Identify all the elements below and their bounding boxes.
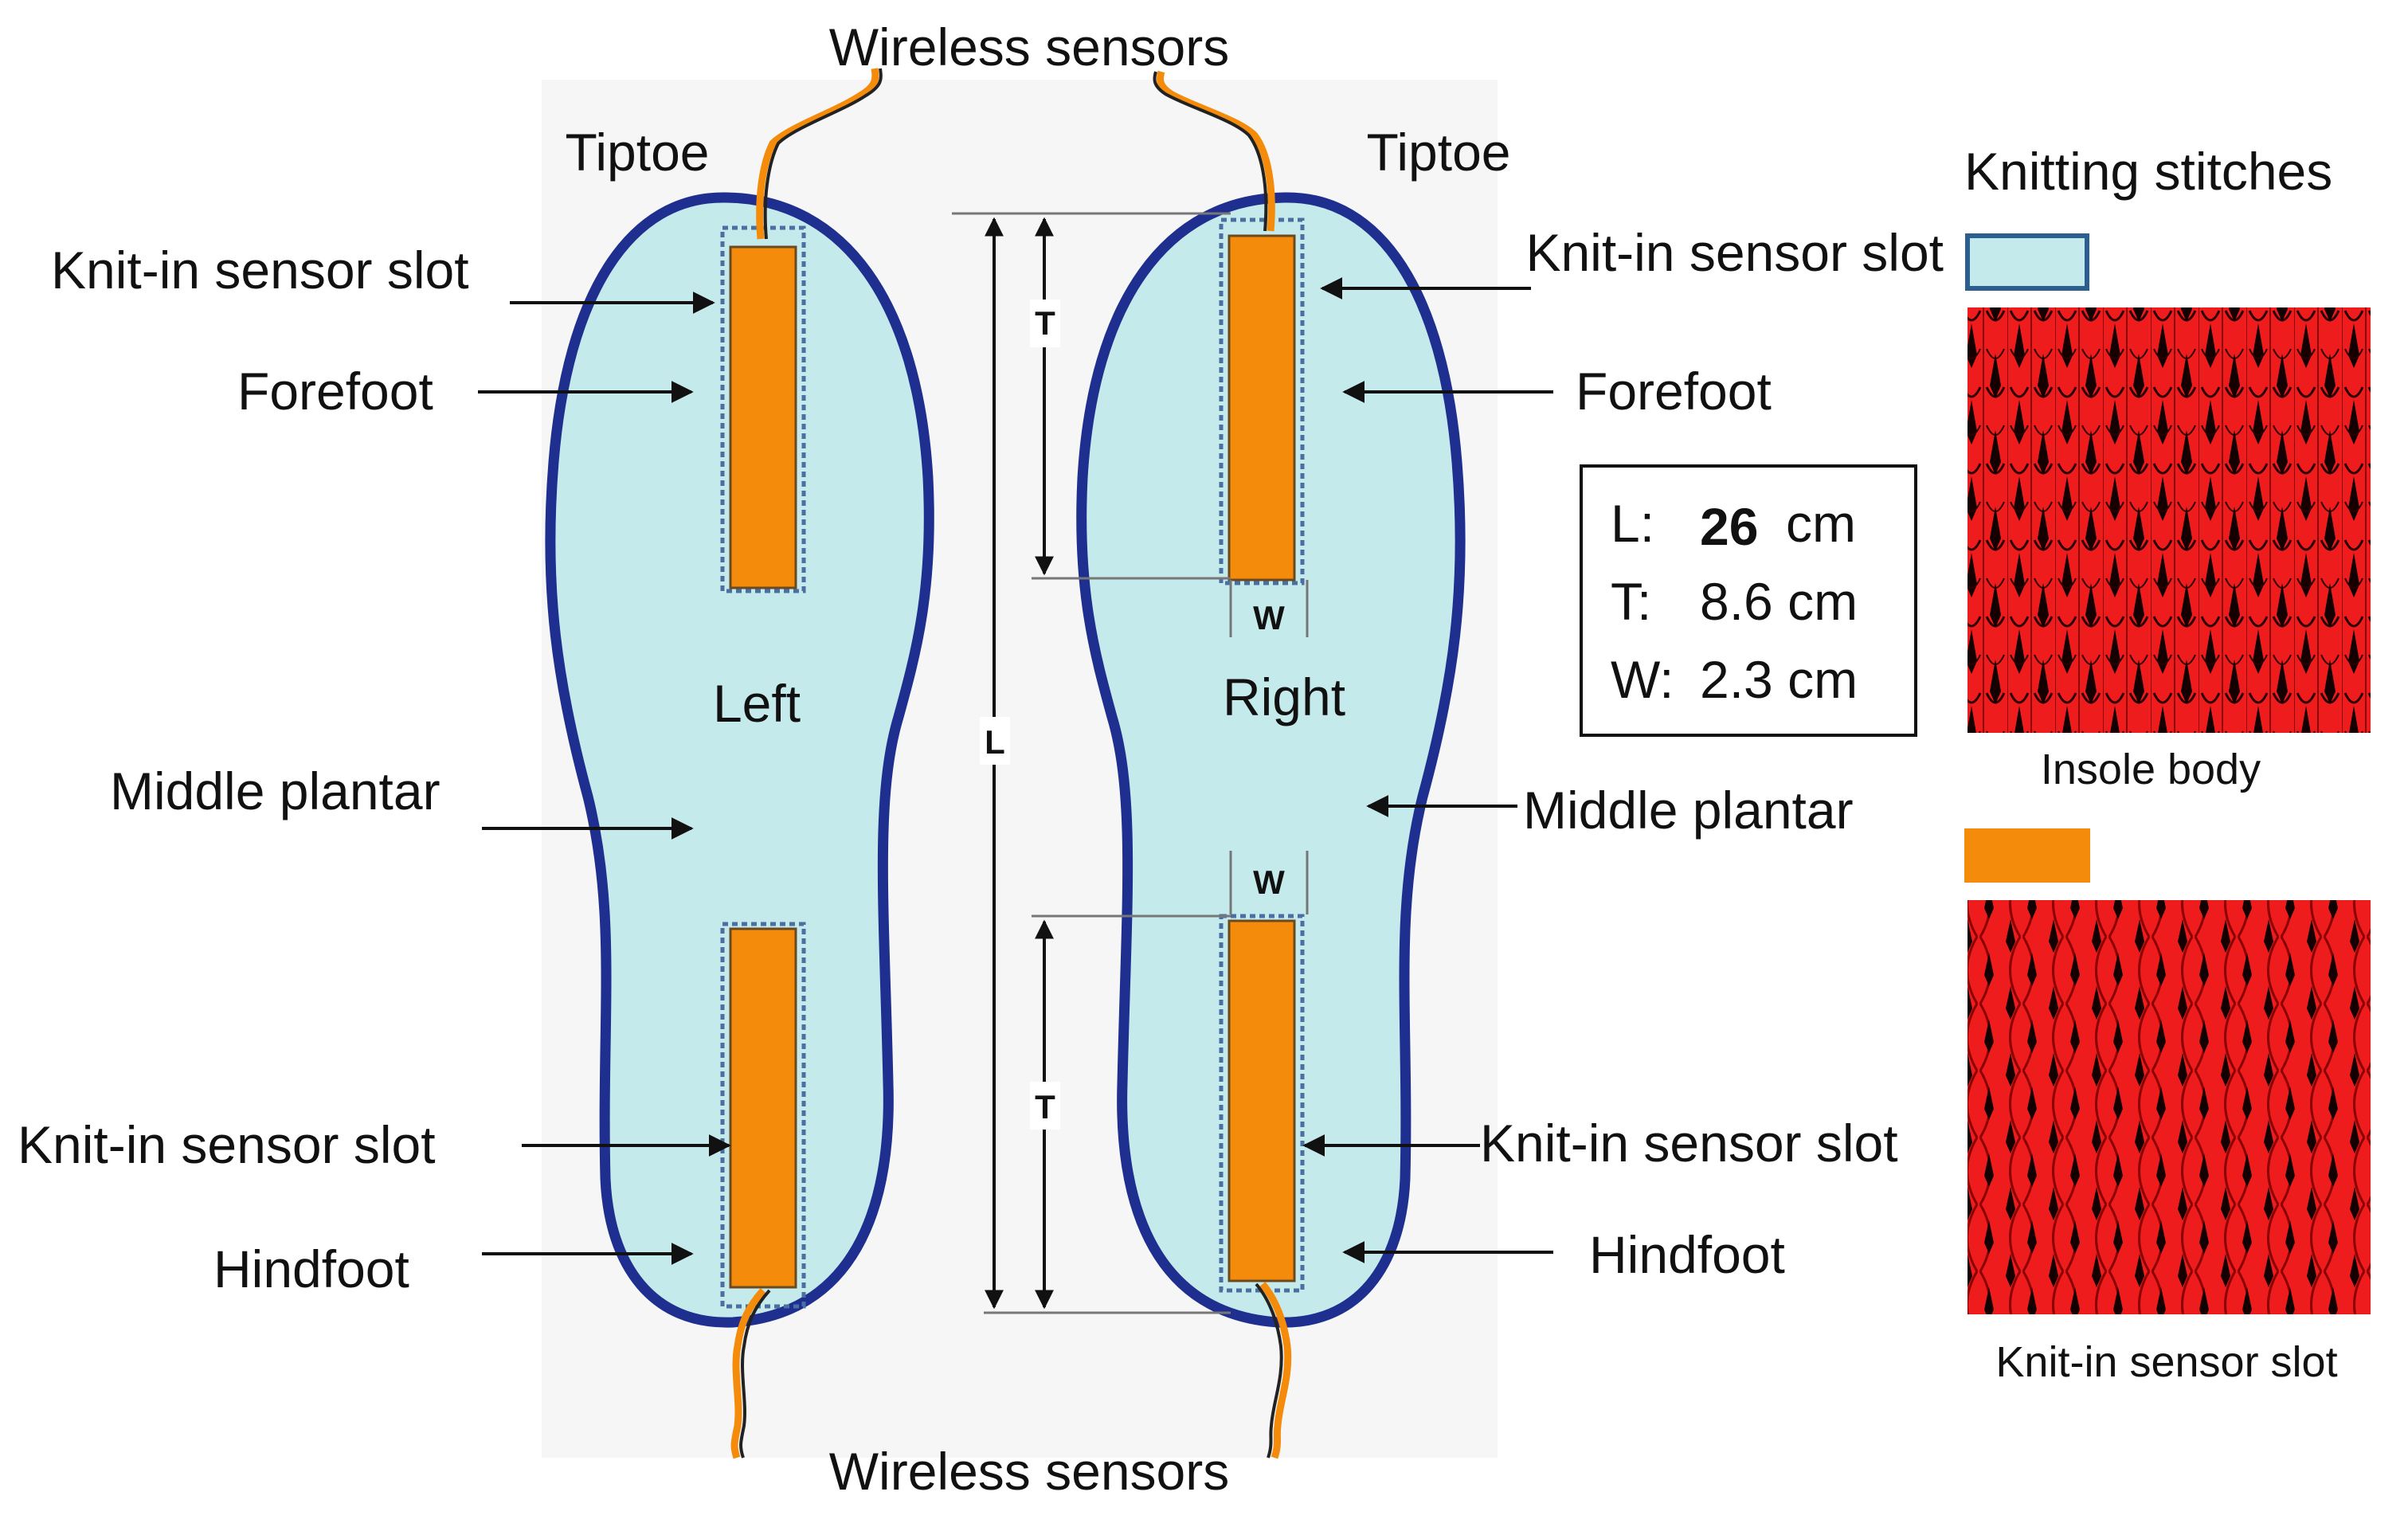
label-left: Left — [713, 674, 801, 733]
dim-W-top-label: W — [1253, 599, 1285, 636]
label-hindfoot-left: Hindfoot — [213, 1239, 409, 1298]
knitting-legend: Knitting stitches Insole body Knit-in se… — [1964, 142, 2371, 1386]
wire-bottom-left — [730, 1287, 771, 1459]
wire-top-left — [756, 68, 883, 240]
label-slot-top-left: Knit-in sensor slot — [51, 241, 469, 300]
legend-swatch-slot — [1964, 828, 2090, 883]
left-forefoot-sensor — [729, 245, 797, 589]
label-wireless-bottom: Wireless sensors — [829, 1442, 1229, 1501]
label-slot-top-right: Knit-in sensor slot — [1525, 223, 1944, 282]
label-right: Right — [1223, 668, 1345, 726]
dim-T-bottom-label: T — [1035, 1088, 1055, 1126]
dim-W-bottom-label: W — [1253, 863, 1285, 901]
right-forefoot-sensor — [1227, 234, 1296, 581]
dim-L-label: L — [985, 723, 1005, 761]
label-hindfoot-right: Hindfoot — [1589, 1225, 1785, 1284]
label-tiptoe-right: Tiptoe — [1367, 123, 1511, 182]
label-tiptoe-left: Tiptoe — [566, 123, 710, 182]
legend-knit-insole-body — [1968, 307, 2371, 733]
label-forefoot-left: Forefoot — [237, 362, 433, 421]
legend-swatch-insole — [1965, 233, 2089, 291]
left-hindfoot-slot-border — [720, 922, 806, 1309]
size-W-value: 2.3 cm — [1700, 650, 1858, 709]
label-wireless-top: Wireless sensors — [829, 18, 1229, 76]
wire-bottom-right — [1255, 1282, 1292, 1459]
size-T-key: T: — [1611, 572, 1651, 631]
size-L-unit: cm — [1786, 494, 1856, 553]
legend-title: Knitting stitches — [1964, 142, 2332, 201]
label-forefoot-right: Forefoot — [1576, 362, 1772, 421]
legend-label-sensor-slot: Knit-in sensor slot — [1995, 1338, 2337, 1386]
size-L-value: 26 — [1700, 497, 1758, 556]
legend-label-insole-body: Insole body — [2041, 746, 2261, 793]
wire-top-right — [1153, 70, 1275, 232]
legend-knit-sensor-slot — [1968, 900, 2371, 1314]
label-slot-bottom-right: Knit-in sensor slot — [1480, 1114, 1898, 1173]
label-slot-bottom-left: Knit-in sensor slot — [18, 1115, 436, 1174]
left-insole — [545, 192, 934, 1328]
left-hindfoot-sensor — [729, 927, 797, 1289]
label-middle-left: Middle plantar — [110, 762, 440, 820]
size-box: L: 26 cm T: 8.6 cm W: 2.3 cm — [1580, 464, 1917, 737]
size-W-key: W: — [1611, 650, 1674, 709]
size-T-value: 8.6 cm — [1700, 572, 1858, 631]
right-hindfoot-sensor — [1227, 919, 1296, 1282]
label-middle-right: Middle plantar — [1523, 781, 1854, 840]
size-L-key: L: — [1611, 494, 1654, 553]
right-hindfoot-slot-border — [1219, 914, 1305, 1293]
right-forefoot-slot-border — [1219, 217, 1305, 585]
dim-T-top-label: T — [1035, 304, 1055, 342]
